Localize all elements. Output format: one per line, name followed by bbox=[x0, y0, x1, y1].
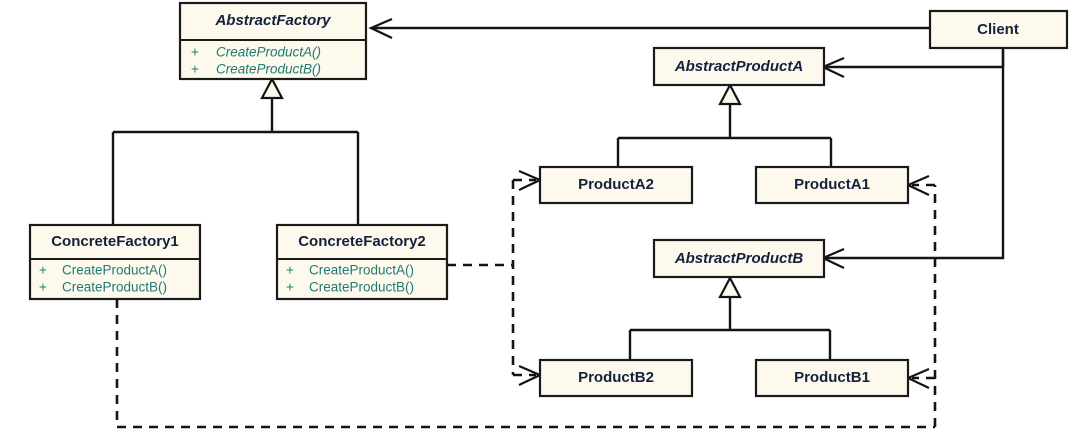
class-name-product-b2: ProductB2 bbox=[578, 369, 654, 386]
visibility-marker: + bbox=[39, 280, 47, 295]
edge-concretefactory1-dependencies bbox=[115, 174, 937, 429]
edge-client-to-abstract-product-b bbox=[820, 48, 1005, 269]
class-abstract-product-a[interactable]: AbstractProductA bbox=[652, 46, 826, 87]
operation-createproductb: CreateProductB() bbox=[309, 280, 414, 295]
class-concrete-factory-2[interactable]: ConcreteFactory2 + CreateProductA() + Cr… bbox=[275, 223, 449, 301]
class-client[interactable]: Client bbox=[928, 9, 1069, 50]
visibility-marker: + bbox=[39, 263, 47, 278]
operation-createproductb: CreateProductB() bbox=[62, 280, 167, 295]
visibility-marker: + bbox=[286, 280, 294, 295]
class-abstract-product-b[interactable]: AbstractProductB bbox=[652, 238, 826, 279]
edge-generalization-product-b bbox=[628, 275, 832, 360]
operation-createproducta: CreateProductA() bbox=[309, 263, 414, 278]
class-name-product-a1: ProductA1 bbox=[794, 176, 870, 193]
class-abstract-factory[interactable]: AbstractFactory + CreateProductA() + Cre… bbox=[178, 1, 368, 81]
class-name-abstract-product-a: AbstractProductA bbox=[674, 58, 803, 75]
class-name-product-b1: ProductB1 bbox=[794, 369, 870, 386]
class-name-product-a2: ProductA2 bbox=[578, 176, 654, 193]
operation-createproductb: CreateProductB() bbox=[216, 62, 321, 77]
class-name-client: Client bbox=[977, 21, 1019, 38]
operation-createproducta: CreateProductA() bbox=[216, 45, 321, 60]
class-name-concrete-factory-1: ConcreteFactory1 bbox=[51, 233, 179, 250]
edge-generalization-product-a bbox=[616, 82, 833, 168]
class-product-a2[interactable]: ProductA2 bbox=[538, 165, 694, 205]
class-name-abstract-factory: AbstractFactory bbox=[214, 12, 331, 29]
class-concrete-factory-1[interactable]: ConcreteFactory1 + CreateProductA() + Cr… bbox=[28, 223, 202, 301]
visibility-marker: + bbox=[191, 45, 199, 60]
class-name-abstract-product-b: AbstractProductB bbox=[674, 250, 804, 267]
class-product-b2[interactable]: ProductB2 bbox=[538, 358, 694, 398]
class-name-concrete-factory-2: ConcreteFactory2 bbox=[298, 233, 426, 250]
class-product-a1[interactable]: ProductA1 bbox=[754, 165, 910, 205]
class-product-b1[interactable]: ProductB1 bbox=[754, 358, 910, 398]
edge-client-to-abstract-product-a bbox=[820, 48, 1005, 78]
edge-client-to-abstract-factory bbox=[368, 17, 930, 39]
operation-createproducta: CreateProductA() bbox=[62, 263, 167, 278]
visibility-marker: + bbox=[286, 263, 294, 278]
visibility-marker: + bbox=[191, 62, 199, 77]
edge-concretefactory2-dependencies bbox=[447, 169, 543, 386]
edge-generalization-factories bbox=[111, 76, 360, 225]
